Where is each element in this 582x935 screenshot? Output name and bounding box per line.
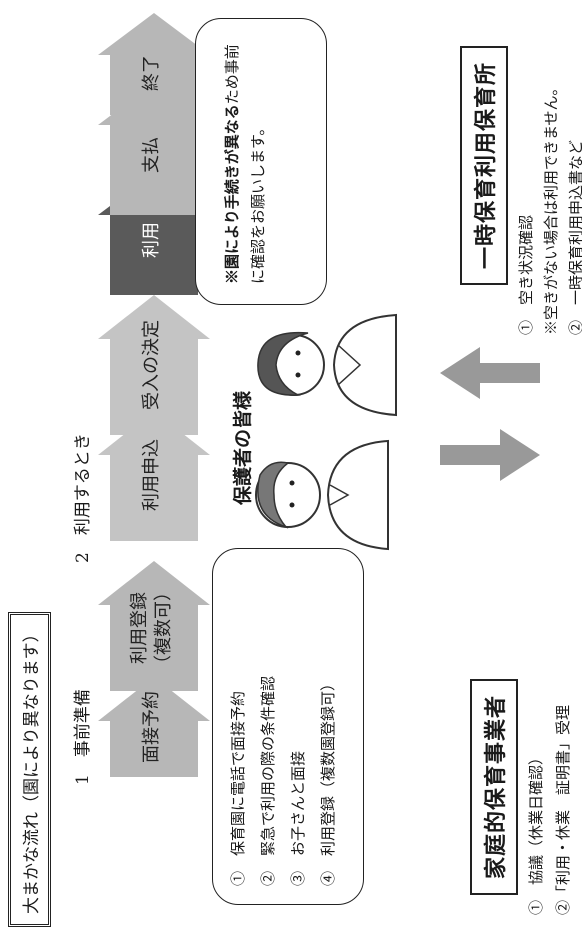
prep-item-1: ① 保育園に電話で面接予約	[229, 690, 247, 886]
arrow-label-3: 利用申込	[141, 439, 162, 511]
arrow-label-4: 受入の決定	[141, 320, 162, 410]
arrow-label-6: 支払	[141, 137, 162, 173]
arrow-end	[98, 13, 210, 115]
note-bold-text: ※園により手続きが異な	[223, 119, 241, 284]
right-section-title: 一時保育利用保育所	[460, 45, 508, 285]
arrow-label-5: 利用	[141, 222, 162, 258]
arrow-interview-reservation	[98, 677, 210, 777]
prep-steps-box: ① 保育園に電話で面接予約 ② 緊急で利用の際の条件確認 ③ お子さんと面接 ④…	[212, 548, 364, 905]
arrow-to-left-provider	[440, 429, 540, 481]
left-item-1: ① 協議（休業日確認）	[527, 749, 545, 915]
mother-figure	[257, 313, 397, 417]
prep-item-3: ③ お子さんと面接	[289, 750, 307, 886]
exchange-arrows	[440, 347, 540, 481]
right-item-2: ※空きがない場合は利用できません。	[542, 80, 560, 335]
left-item-2: ②「利用・休業 証明書」受理	[554, 704, 572, 915]
arrow-application	[98, 411, 210, 541]
arrows-svg	[98, 13, 210, 777]
right-item-1: ① 空き状況確認	[517, 214, 535, 335]
arrow-to-right-provider	[440, 347, 540, 399]
note-box: ※園により手続きが異なるため事前に確認をお願いします。	[195, 18, 327, 305]
left-section-title: 家庭的保育事業者	[470, 678, 518, 895]
prep-item-2: ② 緊急で利用の際の条件確認	[259, 675, 277, 886]
father-figure	[255, 439, 389, 551]
parents-illustration	[255, 313, 397, 551]
prep-item-4: ④ 利用登録（複数園登録可）	[319, 675, 337, 886]
arrow-acceptance	[98, 295, 210, 435]
right-item-3: ② 一時保育利用申込書など	[567, 139, 582, 335]
arrow-payment	[98, 83, 210, 215]
note-text: ※園により手続きが異なるため事前に確認をお願いします。	[220, 34, 271, 284]
arrow-label-2: 利用登録 （複数可）	[129, 583, 175, 673]
arrow-label-1: 面接予約	[141, 691, 162, 763]
arrow-registration	[98, 561, 210, 691]
arrow-label-7: 終了	[141, 55, 162, 91]
note-bold-rest: る	[223, 104, 241, 120]
